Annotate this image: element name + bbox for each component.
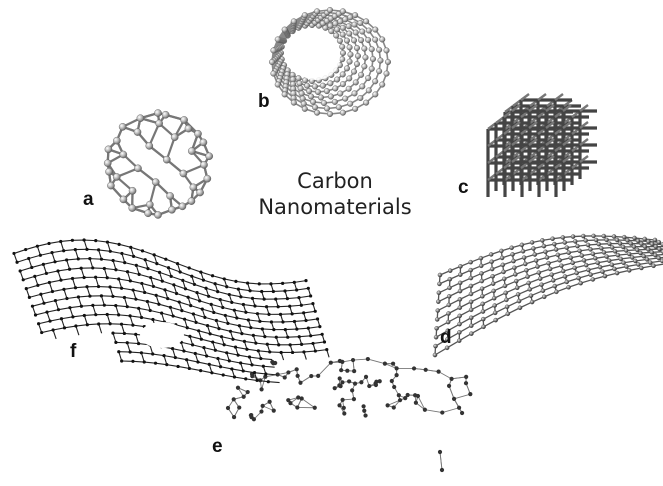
title-line-2: Nanomaterials <box>240 194 430 220</box>
diamond-lattice-icon <box>488 94 597 197</box>
carbon-nanotube-icon <box>269 7 391 117</box>
diagram-title: Carbon Nanomaterials <box>240 168 430 221</box>
label-d: d <box>440 328 452 347</box>
title-line-1: Carbon <box>240 168 430 194</box>
fullerene-sphere-icon <box>104 109 213 218</box>
graphene-sheet-twisted-icon <box>433 234 663 357</box>
label-a: a <box>83 190 94 209</box>
label-b: b <box>258 92 270 111</box>
wavy-graphene-sheet-icon <box>12 238 329 383</box>
label-e: e <box>212 437 223 456</box>
label-f: f <box>70 342 76 361</box>
amorphous-carbon-network-icon <box>226 357 473 472</box>
label-c: c <box>458 178 469 197</box>
